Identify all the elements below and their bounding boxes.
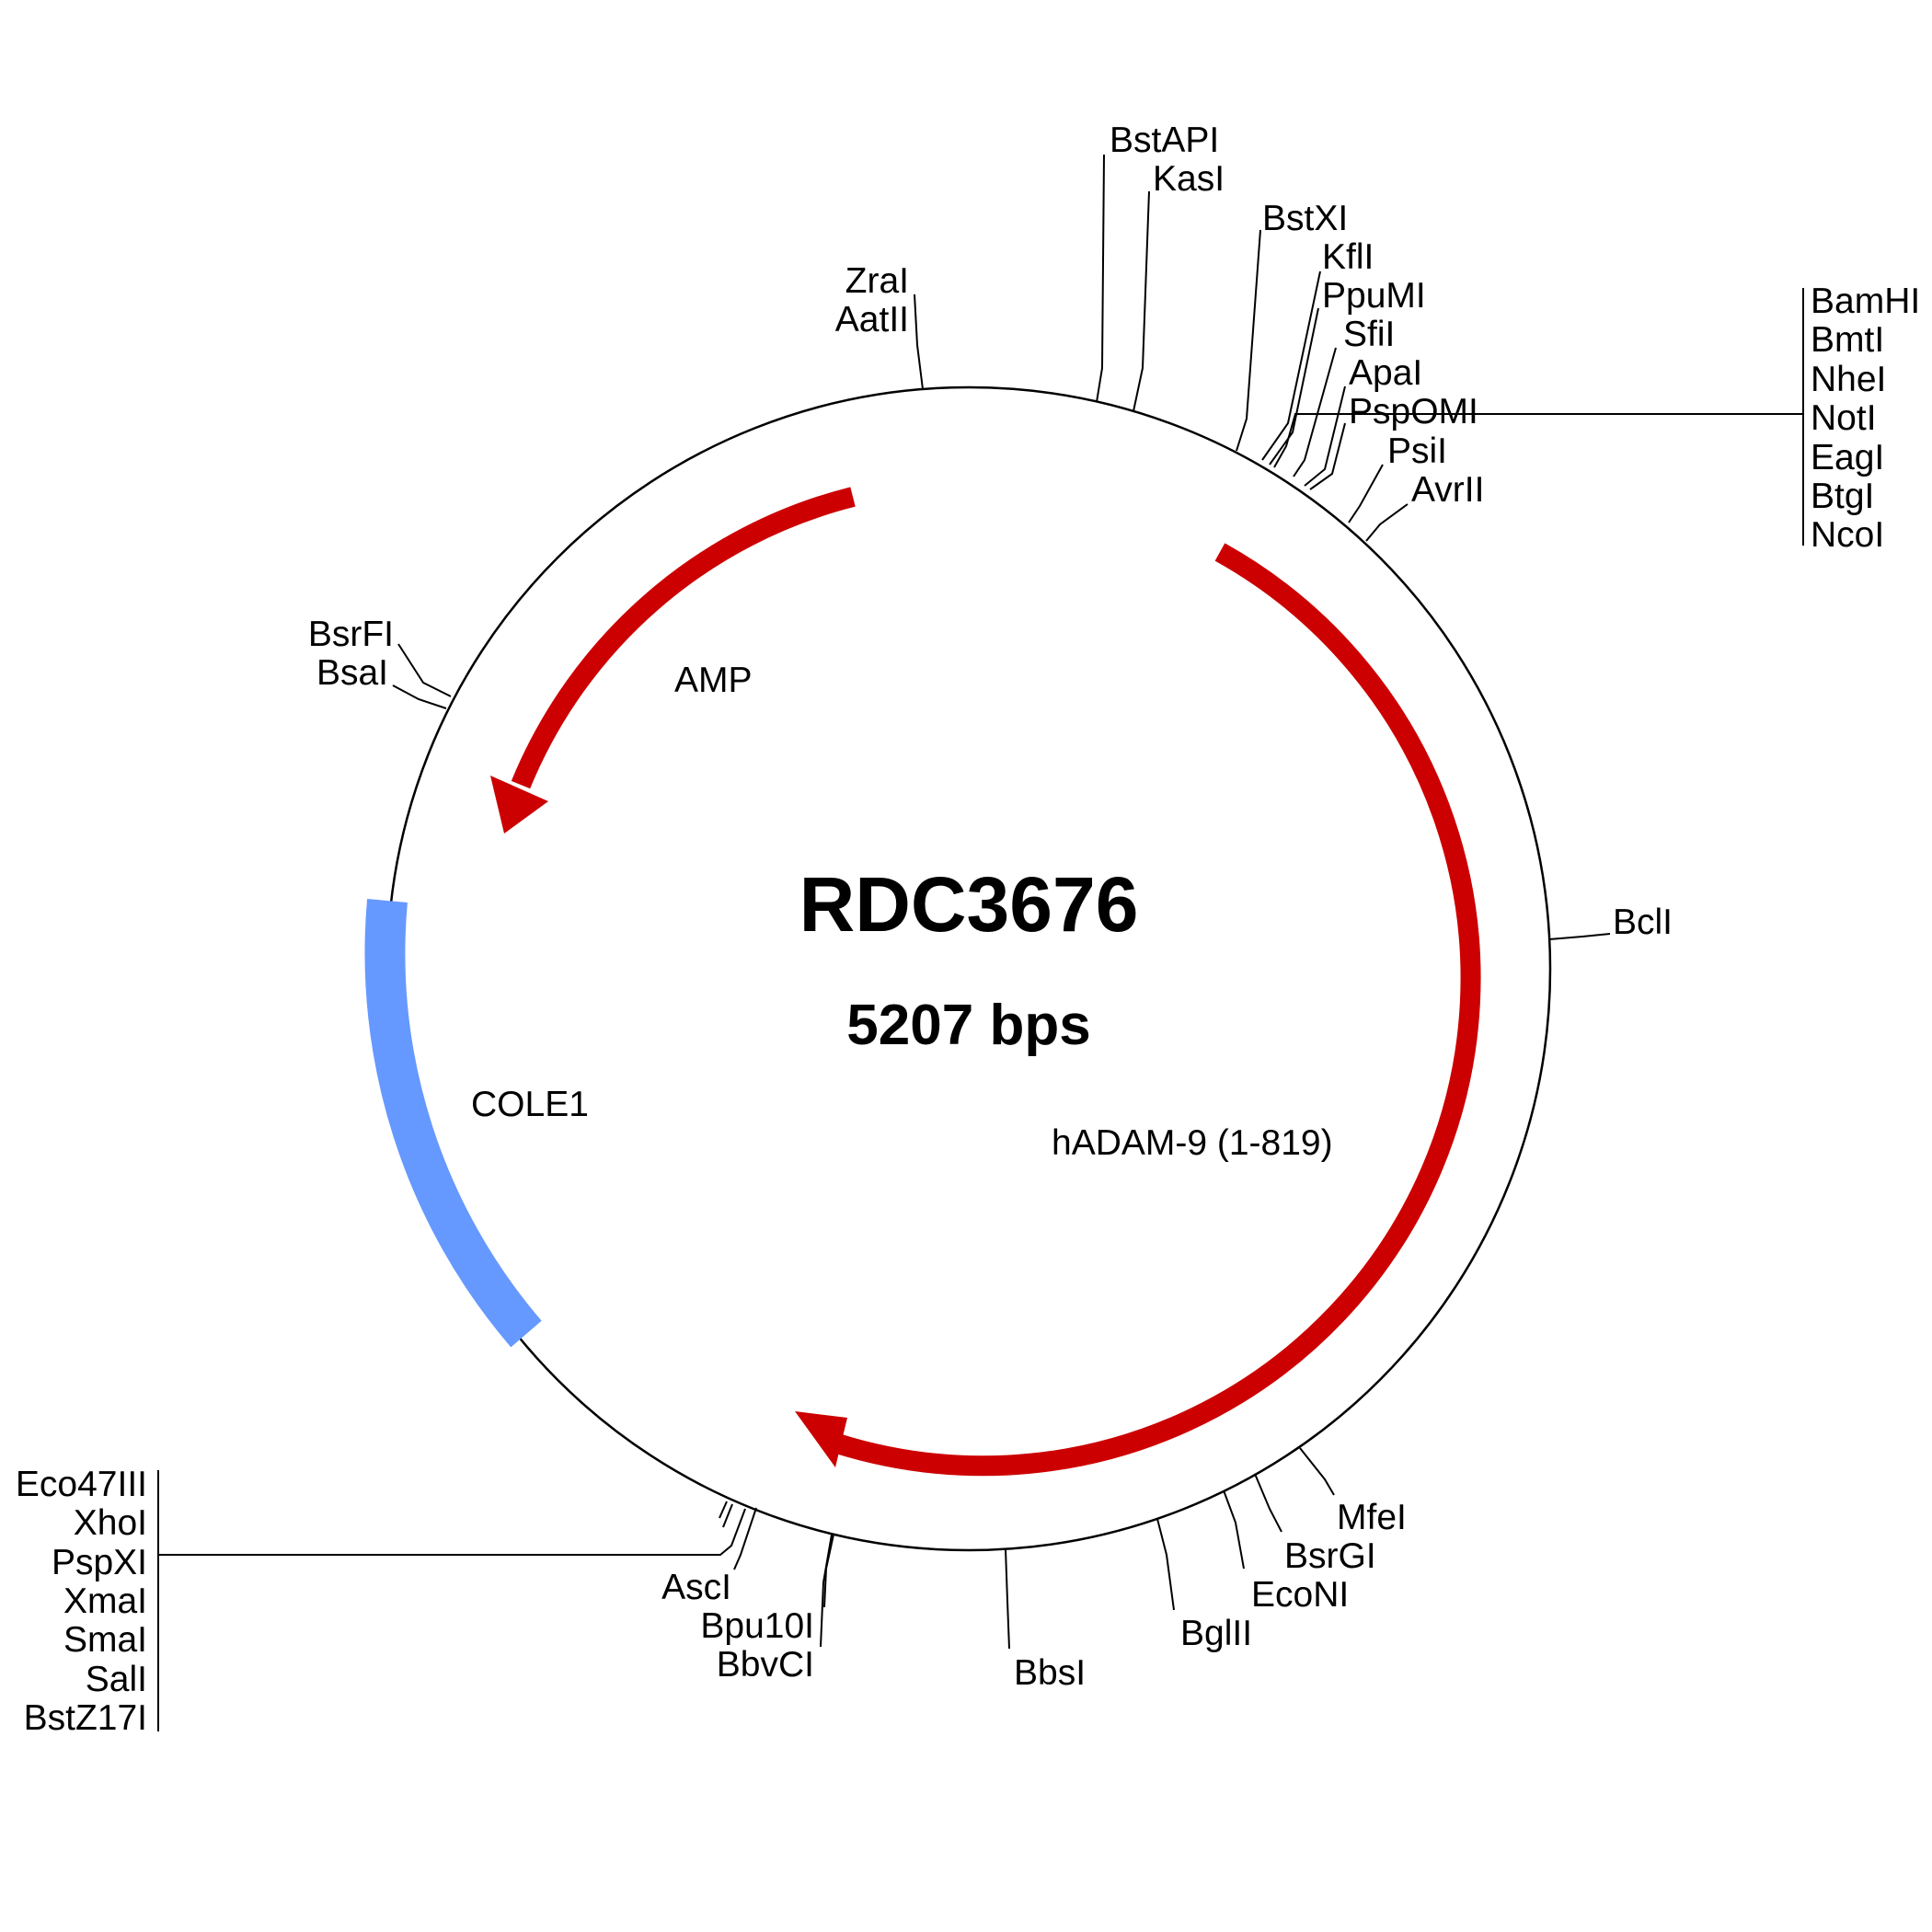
site-label-pspxi: PspXI	[52, 1543, 147, 1582]
feature-label-hadam9: hADAM-9 (1-819)	[1052, 1123, 1333, 1163]
hadam9-arrowhead	[795, 1411, 847, 1467]
site-label-bstapi: BstAPI	[1110, 121, 1219, 160]
site-label-bstxi: BstXI	[1262, 199, 1348, 238]
site-label-ncoi: NcoI	[1811, 515, 1884, 555]
site-line-bstapi	[1096, 154, 1105, 403]
site-line-mfei	[1299, 1447, 1335, 1496]
site-label-nhei: NheI	[1811, 360, 1886, 399]
site-label-bsrfi: BsrFI	[308, 615, 394, 654]
site-line-left-group	[158, 1508, 746, 1556]
feature-arc-amp[interactable]	[511, 487, 856, 789]
site-label-bmti: BmtI	[1811, 320, 1884, 360]
site-line-psii	[1348, 464, 1384, 523]
site-line-pspomi	[1309, 422, 1346, 490]
site-line-bsrgi	[1254, 1473, 1282, 1533]
site-label-btgi: BtgI	[1811, 477, 1874, 516]
site-label-asci: AscI	[661, 1568, 731, 1607]
site-line-bbsi	[1005, 1548, 1010, 1650]
site-label-psii: PsiI	[1387, 431, 1447, 471]
site-label-kfli: KflI	[1322, 237, 1374, 277]
site-label-avrii: AvrII	[1411, 470, 1484, 510]
site-label-noti: NotI	[1811, 398, 1877, 438]
site-line-asci	[733, 1507, 757, 1570]
site-label-mfei: MfeI	[1337, 1498, 1407, 1537]
site-tick-2	[722, 1503, 733, 1528]
site-label-zrai: ZraI	[845, 261, 909, 301]
site-label-aatii: AatII	[835, 300, 909, 339]
site-label-bstz17i: BstZ17I	[24, 1698, 147, 1738]
feature-label-cole1: COLE1	[471, 1085, 589, 1124]
site-line-sfii	[1293, 347, 1337, 477]
site-line-aatii	[914, 293, 924, 390]
site-line-bcli	[1548, 933, 1611, 940]
site-label-sfii: SfiI	[1343, 315, 1395, 354]
amp-arrowhead	[490, 776, 548, 834]
feature-label-amp: AMP	[674, 661, 753, 700]
feature-arc-hadam9[interactable]	[834, 543, 1481, 1477]
site-label-econi: EcoNI	[1251, 1575, 1349, 1615]
site-label-bamhi: BamHI	[1811, 282, 1920, 321]
site-label-eagi: EagI	[1811, 438, 1884, 477]
site-label-kasi: KasI	[1153, 159, 1225, 199]
site-line-bamhi-group	[1273, 413, 1803, 468]
site-label-eco47iii: Eco47III	[16, 1465, 147, 1504]
plasmid-size: 5207 bps	[846, 994, 1090, 1057]
site-line-bstxi	[1236, 229, 1261, 452]
site-label-bsrgi: BsrGI	[1284, 1536, 1376, 1576]
site-label-ppumi: PpuMI	[1322, 276, 1426, 316]
site-line-bglii	[1156, 1518, 1175, 1611]
plasmid-name: RDC3676	[799, 861, 1139, 948]
site-label-sali: SalI	[86, 1660, 147, 1699]
site-label-bpu10i: Bpu10I	[700, 1606, 814, 1646]
site-tick-1	[719, 1501, 728, 1519]
site-line-avrii	[1365, 503, 1409, 542]
site-line-kasi	[1133, 190, 1150, 412]
site-line-bbvci	[820, 1534, 833, 1648]
feature-arc-cole1[interactable]	[364, 899, 542, 1348]
site-label-bsai: BsaI	[316, 653, 388, 693]
site-line-econi	[1223, 1489, 1245, 1570]
backbone-circle	[385, 385, 1552, 1552]
site-label-xhoi: XhoI	[74, 1503, 147, 1543]
site-label-bbsi: BbsI	[1014, 1653, 1086, 1693]
site-label-pspomi: PspOMI	[1349, 392, 1478, 431]
site-label-apai: ApaI	[1349, 353, 1422, 393]
site-label-bbvci: BbvCI	[717, 1645, 814, 1685]
site-label-xmai: XmaI	[63, 1581, 147, 1621]
site-line-ppumi	[1269, 307, 1319, 466]
site-line-bsrfi	[397, 643, 452, 697]
site-label-bglii: BglII	[1180, 1614, 1252, 1653]
site-line-kfli	[1261, 270, 1321, 461]
site-label-smai: SmaI	[63, 1620, 147, 1660]
site-line-bsai	[392, 684, 447, 709]
site-label-bcli: BclI	[1613, 903, 1673, 942]
